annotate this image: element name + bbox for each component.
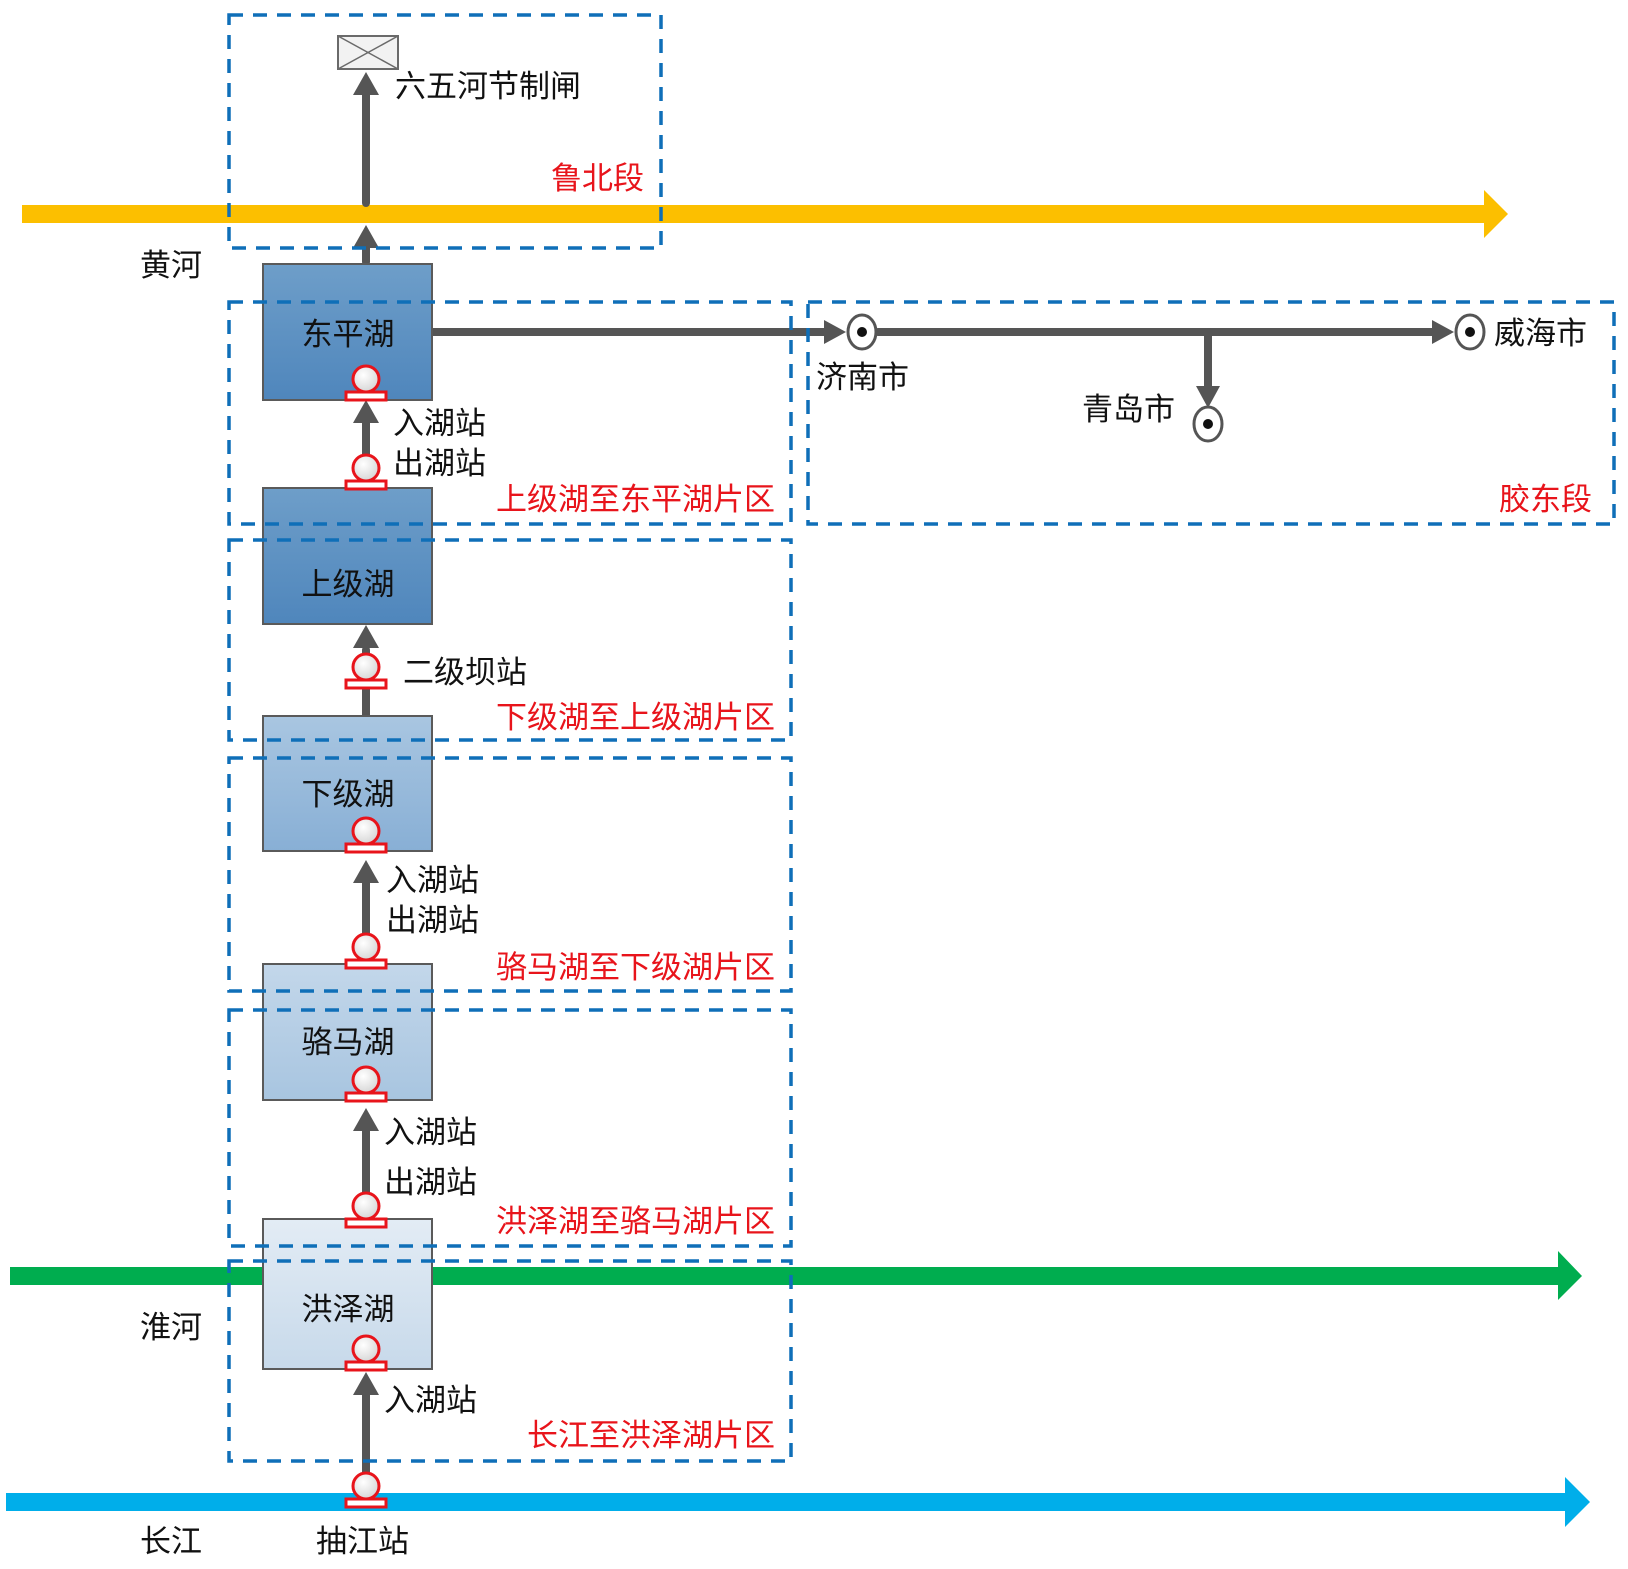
zone-jiaodong-label: 胶东段 xyxy=(1499,482,1592,518)
river-yellow xyxy=(22,190,1508,238)
flow-arrowhead-icon xyxy=(353,400,379,423)
zone-xiaji-shangji-label: 下级湖至上级湖片区 xyxy=(496,700,775,736)
station-in-lake-label: 入湖站 xyxy=(384,1115,477,1151)
flow-lines xyxy=(353,72,1454,1482)
zone-hongze-luoma-label: 洪泽湖至骆马湖片区 xyxy=(496,1204,775,1240)
pump-station-icon xyxy=(344,652,388,690)
pump-station-icon xyxy=(344,1471,388,1509)
river-yangtze xyxy=(6,1477,1590,1527)
river-huai-arrowhead-icon xyxy=(1558,1251,1582,1300)
river-yangtze-arrowhead-icon xyxy=(1565,1477,1590,1527)
river-yellow-label: 黄河 xyxy=(140,248,202,284)
pump-station-icon xyxy=(344,453,388,491)
zone-shangji-dongping-label: 上级湖至东平湖片区 xyxy=(496,482,775,518)
zone-lubei xyxy=(227,13,663,250)
river-yellow-arrowhead-icon xyxy=(1484,190,1508,238)
zone-lubei-label: 鲁北段 xyxy=(551,161,644,197)
zone-luoma-xiaji-label: 骆马湖至下级湖片区 xyxy=(496,950,775,986)
flow-arrowhead-icon xyxy=(824,320,846,344)
zone-luoma-xiaji xyxy=(227,756,793,993)
river-labels: 黄河 淮河 长江 xyxy=(140,248,202,1560)
lake-hongze-box xyxy=(262,1218,433,1370)
zone-yangtze-hongze-label: 长江至洪泽湖片区 xyxy=(527,1418,775,1454)
pump-station-icon xyxy=(344,932,388,970)
cities: 济南市 青岛市 威海市 xyxy=(816,313,1587,443)
city-qingdao-label: 青岛市 xyxy=(1082,392,1175,428)
zone-xiaji-shangji xyxy=(227,538,793,742)
lake-xiaji-label: 下级湖 xyxy=(302,777,395,813)
flow-arrowhead-icon xyxy=(1196,386,1220,408)
flow-arrowhead-icon xyxy=(1432,320,1454,344)
flow-arrowhead-icon xyxy=(353,1108,379,1131)
lake-dongping-label: 东平湖 xyxy=(302,317,395,353)
lake-hongze-label: 洪泽湖 xyxy=(302,1292,395,1328)
lake-shangji-box xyxy=(262,487,433,625)
zone-shangji-dongping xyxy=(227,300,793,526)
river-huai xyxy=(10,1251,1582,1300)
lake-luoma-label: 骆马湖 xyxy=(302,1025,395,1061)
zones xyxy=(227,13,1616,1463)
city-jinan-icon xyxy=(846,313,878,351)
lake-luoma-box xyxy=(262,963,433,1101)
river-huai-body xyxy=(10,1267,1562,1285)
flow-arrowhead-icon xyxy=(353,225,379,248)
lake-shangji: 上级湖 xyxy=(262,487,433,625)
station-labels: 六五河节制闸 入湖站 出湖站 二级坝站 入湖站 出湖站 入湖站 出湖站 入湖站 … xyxy=(316,69,581,1560)
lake-shangji-label: 上级湖 xyxy=(302,567,395,603)
station-in-lake-label: 入湖站 xyxy=(384,1383,477,1419)
flow-arrowhead-icon xyxy=(353,860,379,883)
gate-liuwuhe-label: 六五河节制闸 xyxy=(395,69,581,105)
city-jinan-label: 济南市 xyxy=(816,360,909,396)
sluice-gate-icon xyxy=(337,35,399,70)
lake-luoma: 骆马湖 xyxy=(262,963,433,1101)
flow-arrowhead-icon xyxy=(353,1372,379,1395)
pump-station-icon xyxy=(344,1191,388,1229)
river-huai-label: 淮河 xyxy=(140,1310,202,1346)
city-weihai-label: 威海市 xyxy=(1494,316,1587,352)
lake-xiaji: 下级湖 xyxy=(262,715,433,852)
lake-dongping-box xyxy=(262,263,433,401)
lake-hongze: 洪泽湖 xyxy=(262,1218,433,1370)
lake-dongping: 东平湖 xyxy=(262,263,433,401)
city-weihai-icon xyxy=(1454,313,1486,351)
river-yangtze-body xyxy=(6,1493,1571,1511)
zone-hongze-luoma xyxy=(227,1008,793,1248)
station-out-lake-label: 出湖站 xyxy=(393,446,486,482)
station-out-lake-label: 出湖站 xyxy=(384,1165,477,1201)
station-choujiang-label: 抽江站 xyxy=(316,1524,409,1560)
zone-jiaodong xyxy=(806,300,1616,526)
flow-arrowhead-icon xyxy=(353,625,379,648)
station-in-lake-label: 入湖站 xyxy=(393,406,486,442)
station-in-lake-label: 入湖站 xyxy=(386,863,479,899)
river-yellow-body xyxy=(22,205,1484,223)
station-out-lake-label: 出湖站 xyxy=(386,903,479,939)
zone-labels: 鲁北段 上级湖至东平湖片区 胶东段 下级湖至上级湖片区 骆马湖至下级湖片区 洪泽… xyxy=(496,161,1592,1454)
river-yangtze-label: 长江 xyxy=(140,1524,202,1560)
zone-yangtze-hongze xyxy=(227,1259,793,1463)
city-qingdao-icon xyxy=(1192,405,1224,443)
station-erjiba-label: 二级坝站 xyxy=(403,655,527,691)
flow-arrowhead-icon xyxy=(353,72,379,95)
